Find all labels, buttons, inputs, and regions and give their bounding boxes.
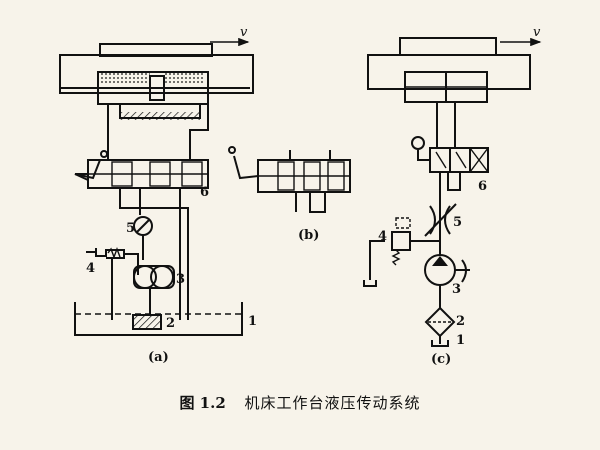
caption-title: 机床工作台液压传动系统 xyxy=(244,394,421,412)
tank-c xyxy=(431,336,449,347)
subfigure-label-c: (c) xyxy=(431,352,451,367)
label-2-c: 2 xyxy=(456,314,465,329)
valve-lever-a[interactable] xyxy=(74,159,101,180)
throttle-valve-c xyxy=(429,205,451,235)
label-1-a: 1 xyxy=(248,314,257,329)
label-6-c: 6 xyxy=(478,179,487,194)
subfigure-label-a: (a) xyxy=(148,350,169,365)
subfigure-label-b: (b) xyxy=(298,228,319,243)
pump-a xyxy=(133,265,175,289)
label-3-c: 3 xyxy=(452,282,461,297)
label-1-c: 1 xyxy=(456,333,465,348)
piston-a xyxy=(149,75,165,101)
label-4-c: 4 xyxy=(378,229,387,244)
pump-c xyxy=(424,254,470,286)
label-5-a: 5 xyxy=(126,221,135,236)
tank-a xyxy=(74,302,243,336)
figure-caption: 图 1.2 机床工作台液压传动系统 xyxy=(0,392,600,413)
valve-lever-b[interactable] xyxy=(233,155,259,180)
relief-valve-c xyxy=(391,231,411,251)
velocity-label-c: v xyxy=(533,25,541,40)
label-2-a: 2 xyxy=(166,316,175,331)
diagram-a xyxy=(59,43,254,336)
caption-number: 图 1.2 xyxy=(179,394,226,412)
velocity-label-a: v xyxy=(240,25,248,40)
label-5-c: 5 xyxy=(453,215,462,230)
diagram-c xyxy=(363,37,531,347)
label-6-a: 6 xyxy=(200,185,209,200)
diagram-b xyxy=(228,146,351,213)
label-3-a: 3 xyxy=(176,272,185,287)
valve-lever-c[interactable] xyxy=(417,150,430,161)
relief-valve-a xyxy=(86,248,125,259)
label-4-a: 4 xyxy=(86,261,95,276)
filter-a xyxy=(132,314,162,330)
